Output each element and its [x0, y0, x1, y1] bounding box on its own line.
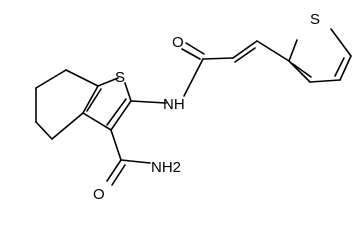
thiophene-sulfur-label: S — [310, 11, 320, 28]
bond — [120, 159, 151, 164]
bond — [256, 40, 290, 62]
bond — [202, 57, 234, 60]
carbonyl-oxygen-label: O — [172, 34, 184, 51]
bond — [130, 100, 167, 104]
bond — [185, 42, 205, 55]
bond — [106, 98, 127, 126]
bond — [65, 69, 99, 87]
bond — [82, 112, 112, 131]
bond — [334, 57, 345, 77]
bond — [35, 121, 53, 140]
bond — [110, 129, 122, 161]
bond — [86, 88, 102, 112]
bond — [292, 63, 312, 78]
bond — [330, 28, 352, 57]
carboxamide-nh2-label: NH2 — [151, 159, 181, 176]
bond — [110, 100, 132, 131]
bond — [288, 39, 298, 62]
bond — [232, 40, 258, 59]
atom-labels: S S NH O O NH2 — [93, 11, 320, 203]
bond — [111, 164, 126, 186]
bond — [309, 79, 341, 83]
bond — [183, 58, 204, 97]
bond — [181, 48, 201, 60]
bond — [124, 82, 132, 102]
molecule-structure: S S NH O O NH2 — [35, 11, 352, 203]
bond — [234, 47, 256, 63]
bond — [97, 77, 119, 87]
bond — [51, 112, 84, 140]
bond — [288, 60, 311, 83]
ring-sulfur-label: S — [115, 69, 125, 86]
carboxamide-oxygen-label: O — [93, 186, 105, 203]
bond — [82, 85, 99, 114]
bonds — [35, 28, 352, 186]
bond — [106, 159, 122, 182]
amide-nh-label: NH — [163, 96, 185, 113]
bond — [339, 55, 352, 81]
bond — [35, 69, 67, 89]
